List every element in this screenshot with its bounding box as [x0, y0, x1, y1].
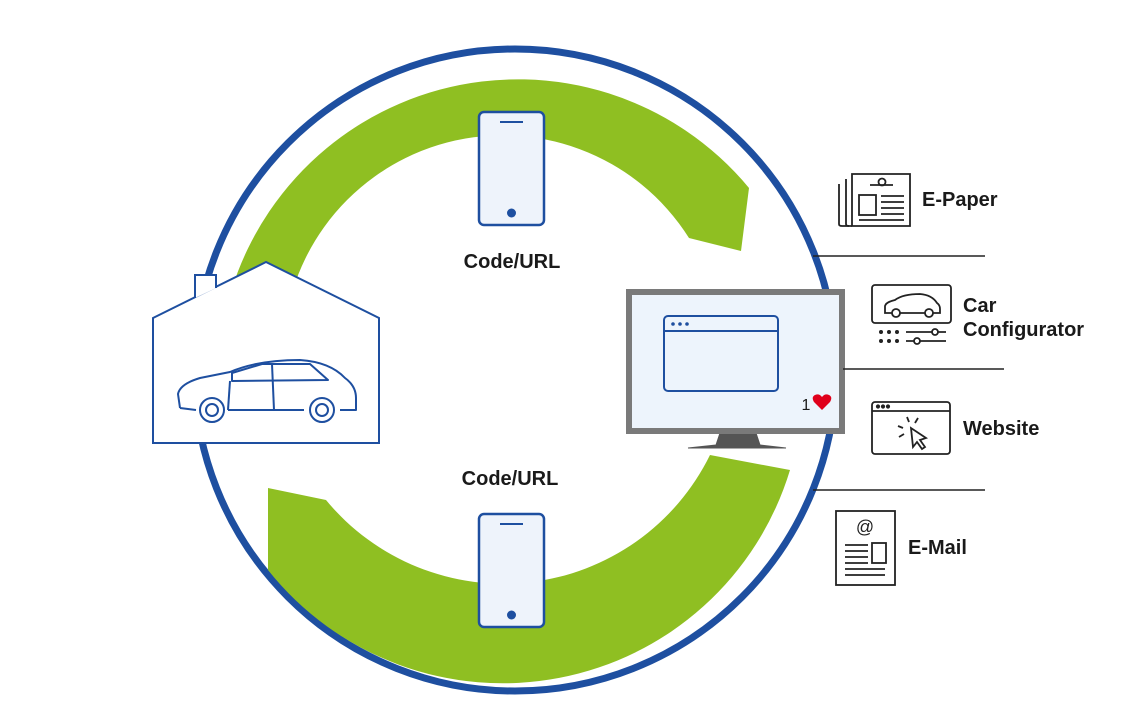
- phone-top-icon: [477, 110, 546, 227]
- newspaper-icon: [838, 173, 911, 227]
- website-label: Website: [963, 418, 1039, 440]
- code-url-top-label: Code/URL: [464, 251, 561, 273]
- e-paper-label: E-Paper: [922, 189, 998, 211]
- green-arc-top: [222, 79, 749, 363]
- house-icon: [152, 260, 380, 444]
- heart-icon: [812, 394, 832, 410]
- phone-bottom-icon: [477, 512, 546, 629]
- browser-window-icon: [663, 315, 779, 392]
- code-url-bottom-label: Code/URL: [462, 468, 559, 490]
- email-document-icon: @: [835, 510, 896, 586]
- car-label: Car: [963, 295, 997, 317]
- e-mail-label: E-Mail: [908, 537, 967, 559]
- browser-cursor-icon: [871, 401, 951, 455]
- car-configurator-icon: [871, 284, 952, 345]
- green-arc-bottom: [268, 455, 790, 684]
- configurator-label: Configurator: [963, 319, 1084, 341]
- monitor-icon: 1: [626, 289, 845, 449]
- like-count: 1: [802, 397, 811, 414]
- car-icon: [177, 359, 357, 423]
- svg-text:@: @: [856, 517, 874, 537]
